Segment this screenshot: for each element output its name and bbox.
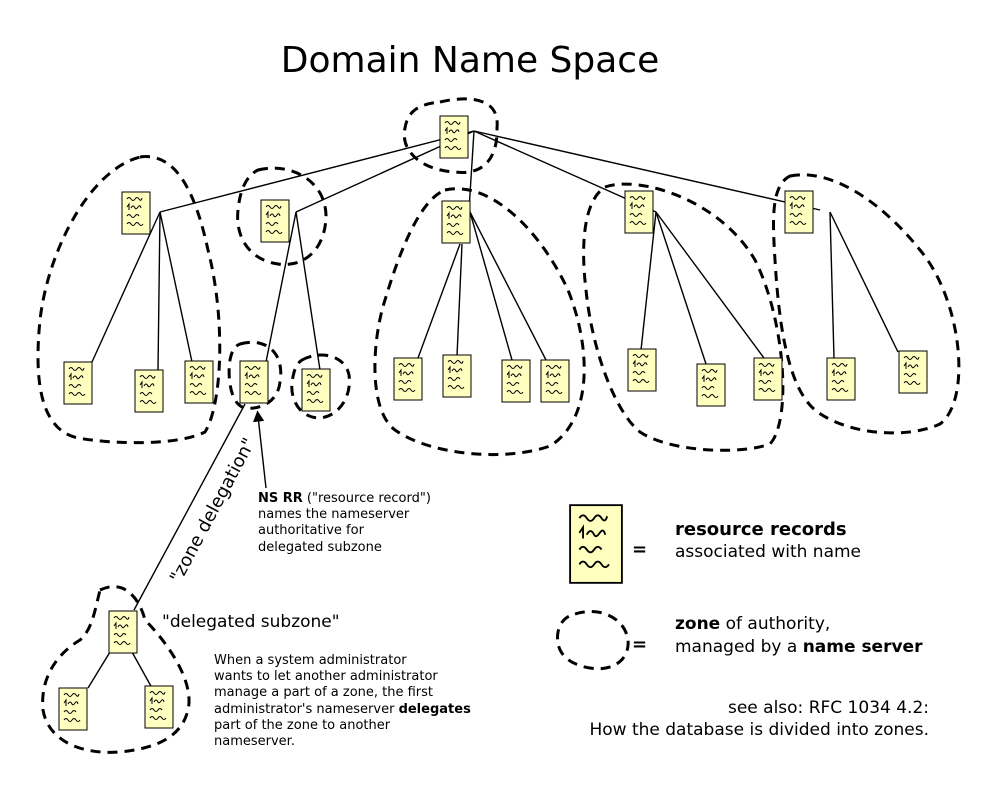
ns-rr-line3: authoritative for (258, 523, 365, 538)
zone-center (373, 187, 586, 457)
see-also-line1: see also: RFC 1034 4.2: (728, 698, 929, 718)
explanation-line2: wants to let another administrator (214, 669, 438, 684)
explanation-line3: manage a part of a zone, the first (214, 685, 433, 700)
legend-zone-rest: of authority, (720, 614, 830, 634)
node-root (439, 115, 469, 159)
zone-small-mid (236, 166, 328, 266)
legend-managed-bold: name server (803, 637, 923, 657)
legend-records: = resource records associated with name (569, 504, 861, 584)
zones (36, 97, 961, 754)
zone-small-host (290, 353, 351, 420)
node-c1 (393, 357, 423, 401)
node-sub-2 (144, 685, 174, 729)
legend-equals-records: = (632, 539, 647, 560)
node-b2 (301, 368, 331, 412)
node-d3 (753, 357, 783, 401)
node-c4 (540, 359, 570, 403)
page-title: Domain Name Space (281, 40, 660, 81)
svg-text:administrator's nameserver del: administrator's nameserver delegates (214, 702, 471, 717)
node-c (441, 200, 471, 244)
legend-zone-swatch (555, 610, 630, 671)
ns-rr-line4: delegated subzone (258, 540, 382, 555)
see-also-line2: How the database is divided into zones. (589, 720, 929, 740)
svg-text:NS RR ("resource record"): NS RR ("resource record") (258, 491, 431, 506)
ns-rr-line2: names the nameserver (258, 507, 410, 522)
ns-rr-annotation: NS RR ("resource record") names the name… (258, 491, 431, 555)
node-e (784, 190, 814, 234)
zone-delegated (41, 585, 191, 754)
legend-zone-bold: zone (675, 614, 720, 634)
explanation-line6: nameserver. (214, 734, 295, 749)
node-b (260, 199, 290, 243)
zone-right-mid (582, 182, 785, 452)
ns-rr-line1: ("resource record") (303, 491, 431, 506)
node-a1 (63, 361, 93, 405)
node-d (624, 190, 654, 234)
node-e2 (898, 350, 928, 394)
svg-text:managed by a name server: managed by a name server (675, 637, 923, 657)
node-d2 (696, 363, 726, 407)
explanation-line1: When a system administrator (214, 653, 407, 668)
legend-records-title: resource records (675, 519, 847, 540)
svg-text:zone of authority,: zone of authority, (675, 614, 830, 634)
legend-equals-zone: = (632, 634, 647, 655)
legend-managed-pre: managed by a (675, 637, 803, 657)
zone-ns-host (227, 340, 283, 410)
legend-zone: = zone of authority, managed by a name s… (632, 614, 923, 657)
explanation-line5: part of the zone to another (214, 718, 391, 733)
delegated-subzone-label: "delegated subzone" (162, 612, 340, 632)
node-c2 (442, 354, 472, 398)
ns-rr-arrow (253, 410, 267, 489)
explanation-delegates: delegates (399, 702, 472, 717)
node-sub-root (108, 610, 138, 654)
zone-root (402, 97, 499, 174)
zone-far-right (772, 173, 961, 435)
node-a (121, 191, 151, 235)
node-e1 (826, 357, 856, 401)
ns-rr-bold: NS RR (258, 491, 303, 506)
node-a3 (184, 360, 214, 404)
legend-record-icon (569, 504, 623, 584)
node-c3 (501, 359, 531, 403)
zone-left (36, 155, 222, 445)
node-a2 (134, 369, 164, 413)
legend-records-sub: associated with name (675, 542, 861, 562)
explanation-line4-pre: administrator's nameserver (214, 702, 399, 717)
delegation-explanation: When a system administrator wants to let… (214, 653, 471, 749)
node-b1 (239, 360, 269, 404)
node-d1 (627, 348, 657, 392)
node-sub-1 (58, 687, 88, 731)
tree-edges (87, 130, 899, 689)
zone-delegation-label: "zone delegation" (166, 435, 260, 587)
